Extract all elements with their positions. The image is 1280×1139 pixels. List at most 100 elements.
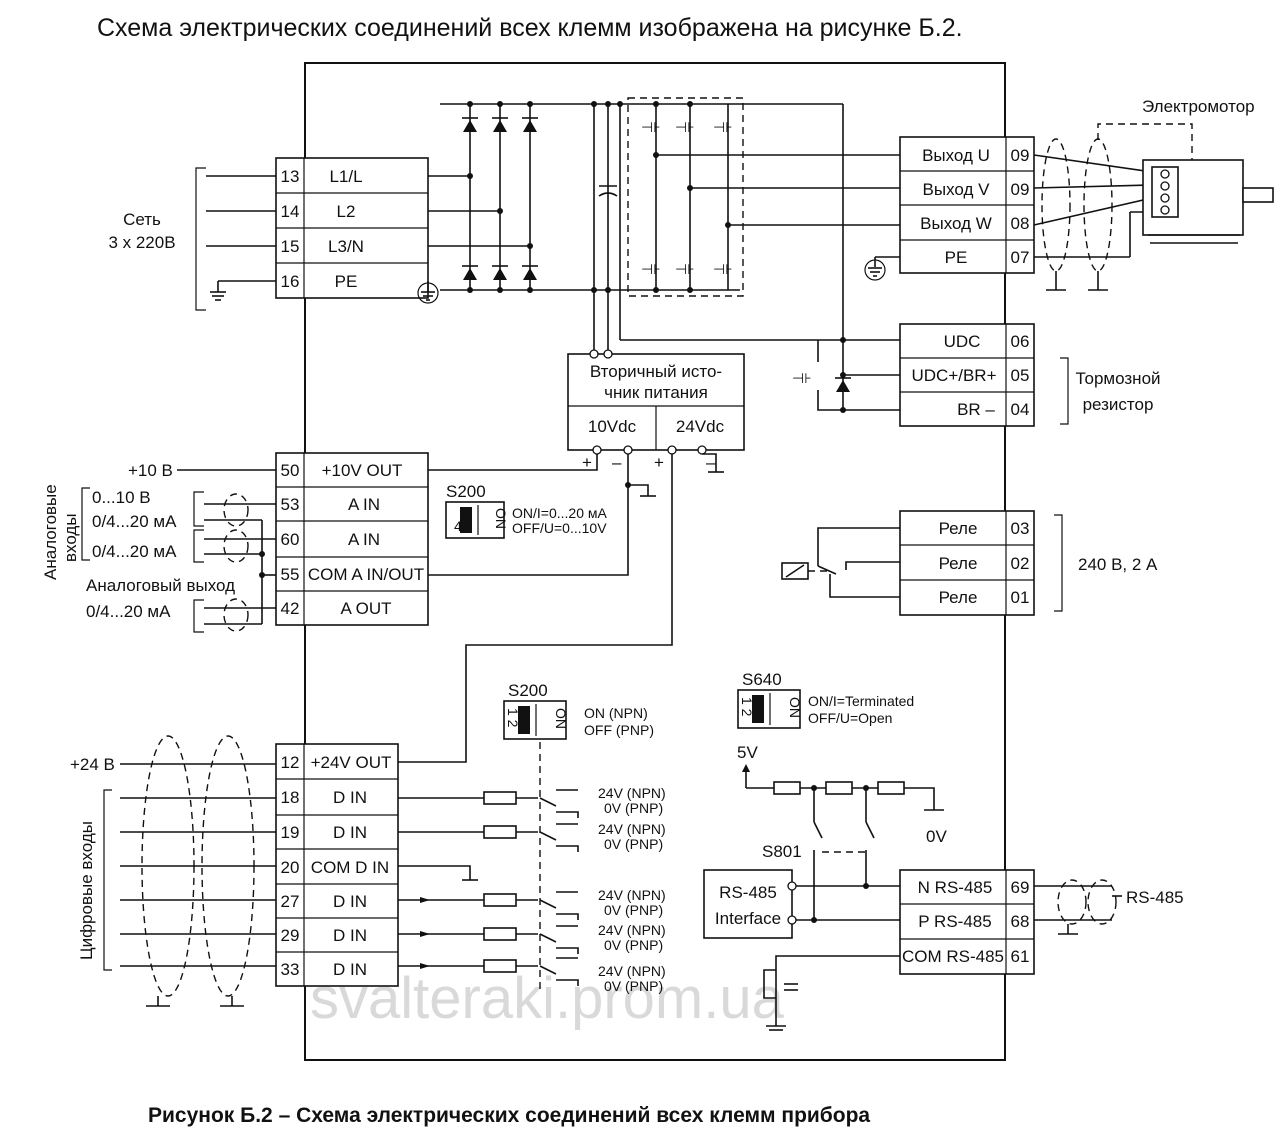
terminal-55-label: COM A IN/OUT <box>308 565 424 584</box>
switch-s640-pos: 1 2 <box>739 697 755 717</box>
v5-label: 5V <box>737 743 758 762</box>
switch-s200-digital-note2: OFF (PNP) <box>584 722 654 738</box>
terminal-16-num: 16 <box>281 272 300 291</box>
range-0-10: 0...10 В <box>92 488 151 507</box>
rectifier-bridge <box>440 101 632 293</box>
right-terminal-block-output <box>899 136 1035 274</box>
terminal-50-label: +10V OUT <box>322 461 403 480</box>
secondary-power-supply <box>567 349 745 455</box>
rs485-label: RS-485 <box>1126 888 1184 907</box>
switch-s640-note1: ON/I=Terminated <box>808 693 914 709</box>
terminal-29-label: D IN <box>333 926 367 945</box>
right-terminal-block-brake <box>899 323 1035 427</box>
svg-text:⊣⊦: ⊣⊦ <box>641 261 660 277</box>
switch-s200-digital-note1: ON (NPN) <box>584 705 648 721</box>
terminal-03-num: 03 <box>1011 519 1030 538</box>
switch-s200-analog-note2: OFF/U=0...10V <box>512 520 607 536</box>
rs485-termination <box>742 764 944 923</box>
terminal-01-label: Реле <box>939 588 978 607</box>
npn-label-19: 24V (NPN) <box>598 821 666 837</box>
ps-output-wires <box>398 453 724 763</box>
switch-s640[interactable]: 1 2 ON <box>737 689 803 729</box>
svg-text:⊣⊦: ⊣⊦ <box>713 119 732 135</box>
terminal-20-label: COM D IN <box>311 858 389 877</box>
network-label-line2: 3 x 220В <box>108 233 175 252</box>
switch-s200-digital-pos: 1 2 <box>505 708 521 728</box>
analog-shielded-cables <box>193 491 276 633</box>
switch-s200-digital-label: S200 <box>508 681 548 700</box>
npn-label-27: 24V (NPN) <box>598 887 666 903</box>
rs485-interface <box>703 869 797 939</box>
svg-text:⊣⊦: ⊣⊦ <box>675 119 694 135</box>
terminal-50-num: 50 <box>281 461 300 480</box>
npn-label-33: 24V (NPN) <box>598 963 666 979</box>
plus24-label: +24 В <box>70 755 115 774</box>
rs485-com <box>763 955 900 1031</box>
svg-text:⊣⊦: ⊣⊦ <box>675 261 694 277</box>
igbt-inverter: ⊣⊦ ⊣⊦ ⊣⊦ ⊣⊦ ⊣⊦ ⊣⊦ <box>620 97 744 297</box>
brake-chopper: ⊣⊦ <box>740 103 900 413</box>
terminal-07-label: PE <box>945 248 968 267</box>
terminal-69-label: N RS-485 <box>918 878 993 897</box>
inverter-output-wires <box>656 154 900 281</box>
right-terminal-block-relay <box>899 510 1035 616</box>
terminal-10-label: Выход U <box>922 146 990 165</box>
digital-input-internal <box>398 742 579 990</box>
analog-output-label: Аналоговый выход <box>86 576 235 595</box>
terminal-13-num: 13 <box>281 167 300 186</box>
terminal-19-num: 19 <box>281 823 300 842</box>
svg-text:⊣⊦: ⊣⊦ <box>792 370 811 386</box>
ps-10vdc: 10Vdc <box>588 417 637 436</box>
brake-label-line2: резистор <box>1083 395 1154 414</box>
relay-bracket <box>1054 514 1063 612</box>
switch-s200-analog-note1: ON/I=0...20 мА <box>512 505 607 521</box>
ps-plus-24: + <box>654 453 664 472</box>
terminal-05-num: 05 <box>1011 366 1030 385</box>
terminal-12-num: 12 <box>281 753 300 772</box>
terminal-10-num: 09 <box>1011 146 1030 165</box>
header-text: Схема электрических соединений всех клем… <box>97 14 963 42</box>
rs485-cable <box>1034 879 1122 935</box>
ps-minus-10: – <box>612 453 622 472</box>
digital-inputs-bracket <box>103 789 112 971</box>
svg-text:⊣⊦: ⊣⊦ <box>641 119 660 135</box>
terminal-01-num: 01 <box>1011 588 1030 607</box>
terminal-60-label: A IN <box>348 530 380 549</box>
analog-inputs-bracket <box>81 487 90 561</box>
terminal-29-num: 29 <box>281 926 300 945</box>
terminal-68-num: 68 <box>1011 912 1030 931</box>
digital-inputs-label: Цифровые входы <box>77 821 96 960</box>
terminal-15-num: 15 <box>281 237 300 256</box>
brake-bracket <box>1060 357 1069 425</box>
rectifier-input-wires <box>417 173 533 304</box>
terminal-04-num: 04 <box>1011 400 1030 419</box>
mains-input-wiring <box>195 167 276 311</box>
range-0-20-b: 0/4...20 мА <box>92 542 177 561</box>
motor-label: Электромотор <box>1142 97 1255 116</box>
switch-s200-digital-on: ON <box>553 708 569 729</box>
terminal-03-label: Реле <box>939 519 978 538</box>
v0-label: 0V <box>926 827 947 846</box>
left-terminal-block-analog <box>275 452 429 626</box>
terminal-53-num: 53 <box>281 495 300 514</box>
switch-s200-analog-pos: 4 <box>454 518 462 534</box>
terminal-18-label: D IN <box>333 788 367 807</box>
terminal-60-num: 60 <box>281 530 300 549</box>
terminal-09-label: Выход V <box>923 180 991 199</box>
ps-label-line2: чник питания <box>604 383 708 402</box>
terminal-08-label: Выход W <box>920 214 992 233</box>
terminal-05-label: UDC+/BR+ <box>911 366 996 385</box>
terminal-08-num: 08 <box>1011 214 1030 233</box>
pnp-label-18: 0V (PNP) <box>604 800 663 816</box>
terminal-42-label: A OUT <box>340 599 391 618</box>
npn-label-18: 24V (NPN) <box>598 785 666 801</box>
terminal-19-label: D IN <box>333 823 367 842</box>
switch-s200-digital[interactable]: 1 2 ON <box>503 700 569 740</box>
switch-s640-note2: OFF/U=Open <box>808 710 892 726</box>
switch-s200-analog[interactable]: 4 ON <box>445 501 509 539</box>
right-terminal-labels: Выход U 09 Выход V 09 Выход W 08 PE 07 U… <box>902 146 1029 966</box>
svg-text:⊣⊦: ⊣⊦ <box>713 261 732 277</box>
terminal-27-label: D IN <box>333 892 367 911</box>
terminal-20-num: 20 <box>281 858 300 877</box>
